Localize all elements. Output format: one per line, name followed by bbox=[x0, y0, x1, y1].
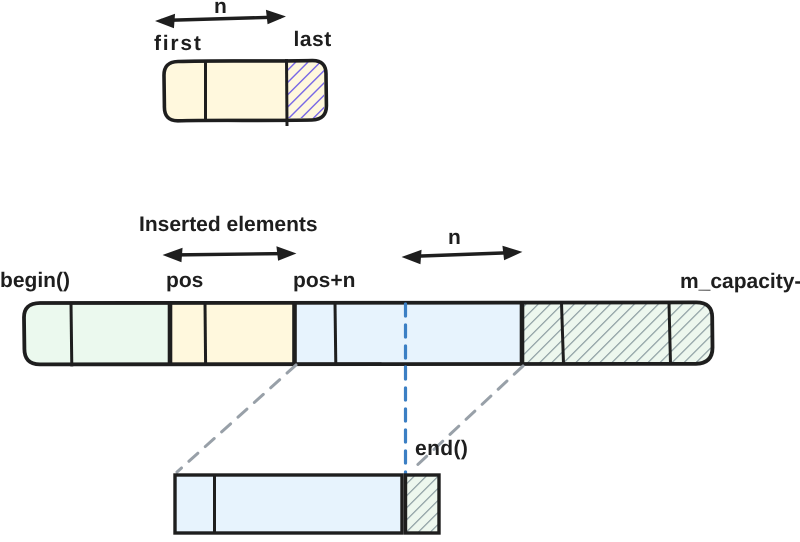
svg-text:n: n bbox=[214, 0, 227, 18]
svg-text:pos+n: pos+n bbox=[293, 269, 355, 292]
svg-text:end(): end() bbox=[415, 437, 468, 460]
svg-text:n: n bbox=[448, 226, 461, 249]
svg-text:last: last bbox=[293, 28, 331, 51]
svg-text:pos: pos bbox=[166, 269, 203, 292]
svg-text:first: first bbox=[154, 32, 203, 55]
svg-text:Inserted elements: Inserted elements bbox=[139, 213, 318, 236]
svg-text:m_capacity-1: m_capacity-1 bbox=[680, 270, 800, 293]
svg-text:begin(): begin() bbox=[0, 269, 70, 292]
